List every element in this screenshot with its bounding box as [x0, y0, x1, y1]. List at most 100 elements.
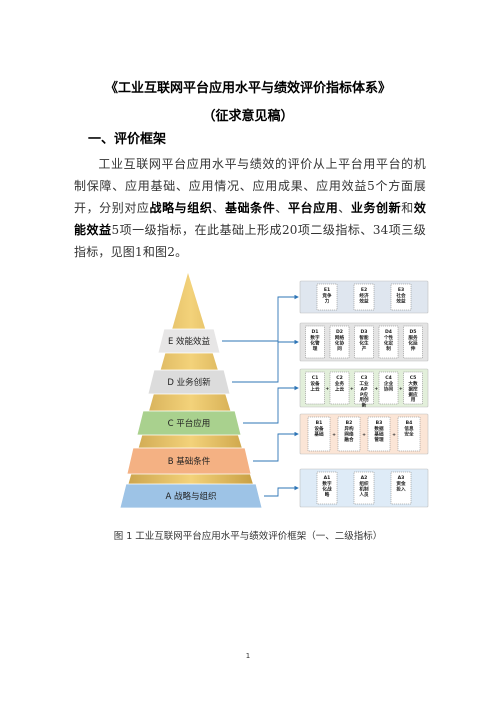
indicator-code: D4	[385, 329, 392, 335]
indicator-name: 化战	[322, 485, 332, 492]
indicator-code: C4	[385, 375, 392, 381]
indicator-code: A1	[324, 475, 331, 481]
indicator-name: 基础	[313, 430, 324, 437]
plus-sign: +	[374, 386, 378, 392]
indicator-name: 新	[362, 402, 367, 409]
indicator-name: 融合	[344, 436, 354, 443]
indicator-name: 设备	[310, 380, 320, 387]
keyword-efficiency: 效能效益	[74, 201, 427, 237]
indicator-name: 信息	[404, 425, 414, 432]
indicator-name: 设备	[314, 425, 324, 432]
indicator-code: C3	[361, 375, 368, 381]
indicator-name: 数字	[310, 334, 320, 341]
indicator-box	[316, 283, 338, 311]
indicator-box	[397, 416, 421, 452]
indicator-box	[390, 471, 412, 505]
indicator-code: D1	[311, 329, 318, 335]
plus-sign: +	[392, 432, 396, 438]
indicator-code: B2	[346, 420, 353, 426]
indicator-code: D3	[360, 329, 367, 335]
indicator-row-b	[299, 413, 429, 455]
indicator-name: 制	[386, 345, 391, 352]
pyramid-level-label: E 效能效益	[168, 336, 211, 347]
paragraph-sep-2: 、	[275, 201, 288, 215]
pyramid-level-label: B 基础条件	[168, 456, 211, 467]
indicator-name: 智能	[359, 334, 369, 341]
pyramid-level-a	[119, 483, 263, 509]
indicator-name: 服务	[408, 334, 418, 341]
indicator-name: 化协	[335, 339, 345, 346]
keyword-platform: 平台应用	[287, 201, 339, 215]
indicator-box	[353, 283, 375, 311]
paragraph-sep-4: 和	[401, 201, 414, 215]
indicator-name: 资金	[396, 480, 406, 487]
indicator-name: 上云	[310, 385, 320, 392]
document-title: 《工业互联网平台应用水平与绩效评价指标体系》	[104, 81, 391, 96]
indicator-box	[390, 283, 412, 311]
indicator-name: 组织	[359, 480, 369, 487]
indicator-name: 数字	[322, 480, 332, 487]
plus-sign: +	[332, 432, 336, 438]
indicator-box	[367, 416, 391, 452]
document-subtitle: （征求意见稿）	[202, 109, 294, 124]
pyramid-level-label: C 平台应用	[168, 418, 211, 429]
connector-line	[253, 431, 299, 462]
indicator-name: 化管	[310, 339, 320, 346]
indicator-name: 力	[325, 297, 330, 304]
indicator-name: AP	[361, 386, 369, 392]
indicator-box	[307, 416, 331, 452]
indicator-name: 掘应	[408, 391, 418, 398]
indicator-name: 网络	[335, 334, 345, 341]
paragraph-sep-3: 、	[338, 201, 351, 215]
indicator-box	[316, 471, 338, 505]
indicator-name: 据挖	[408, 385, 418, 392]
keyword-foundation: 基础条件	[225, 201, 276, 215]
indicator-code: C5	[410, 375, 417, 381]
indicator-name: 用	[411, 396, 416, 403]
pyramid-level-label: D 业务创新	[167, 377, 211, 388]
indicator-name: 管理	[374, 436, 384, 443]
indicator-name: 数据	[374, 425, 384, 432]
indicator-name: 大数	[408, 380, 418, 387]
indicator-name: 异构	[344, 425, 354, 432]
figure-caption: 图 1 工业互联网平台应用水平与绩效评价框架（一、二级指标）	[113, 531, 383, 542]
indicator-name: 个性	[383, 334, 394, 341]
indicator-name: 企业	[383, 380, 394, 387]
indicator-box	[378, 325, 399, 359]
indicator-name: 同	[337, 345, 342, 352]
indicator-code: E2	[361, 287, 367, 293]
indicator-name: 效益	[396, 297, 406, 304]
indicator-name: 基础	[373, 430, 384, 437]
connector-line	[264, 485, 299, 497]
connector-line	[243, 385, 299, 424]
connector-lines	[222, 294, 299, 497]
body-paragraph: 工业互联网平台应用水平与绩效的评价从上平台用平台的机制保障、应用基础、应用情况、…	[74, 153, 426, 263]
indicator-code: E1	[324, 287, 330, 293]
indicator-name: 人员	[358, 491, 369, 498]
indicator-code: E3	[398, 287, 404, 293]
indicator-code: D5	[409, 329, 416, 335]
indicator-code: A3	[398, 475, 405, 481]
page-number: 1	[245, 652, 251, 660]
indicator-name: 网络	[344, 430, 354, 437]
indicator-box	[337, 416, 361, 452]
keyword-innovation: 业务创新	[350, 201, 402, 215]
connector-line	[222, 294, 299, 342]
indicator-box	[354, 325, 374, 359]
indicator-name: 社会	[395, 292, 406, 299]
indicator-name: 机制	[359, 485, 369, 492]
paragraph-sep-1: 、	[212, 201, 226, 215]
indicator-name: 伸	[410, 345, 416, 352]
indicator-box	[354, 371, 374, 405]
indicator-box	[378, 371, 399, 405]
indicator-name: 效益	[359, 297, 369, 304]
pyramid-level-d	[147, 369, 231, 395]
keyword-strategy: 战略与组织	[149, 201, 213, 215]
indicator-name: 理	[313, 345, 318, 352]
pyramid-level-b	[126, 447, 252, 475]
indicator-name: 化定	[384, 339, 394, 346]
indicator-name: 化延	[408, 339, 418, 346]
indicator-name: 竞争	[321, 292, 332, 299]
